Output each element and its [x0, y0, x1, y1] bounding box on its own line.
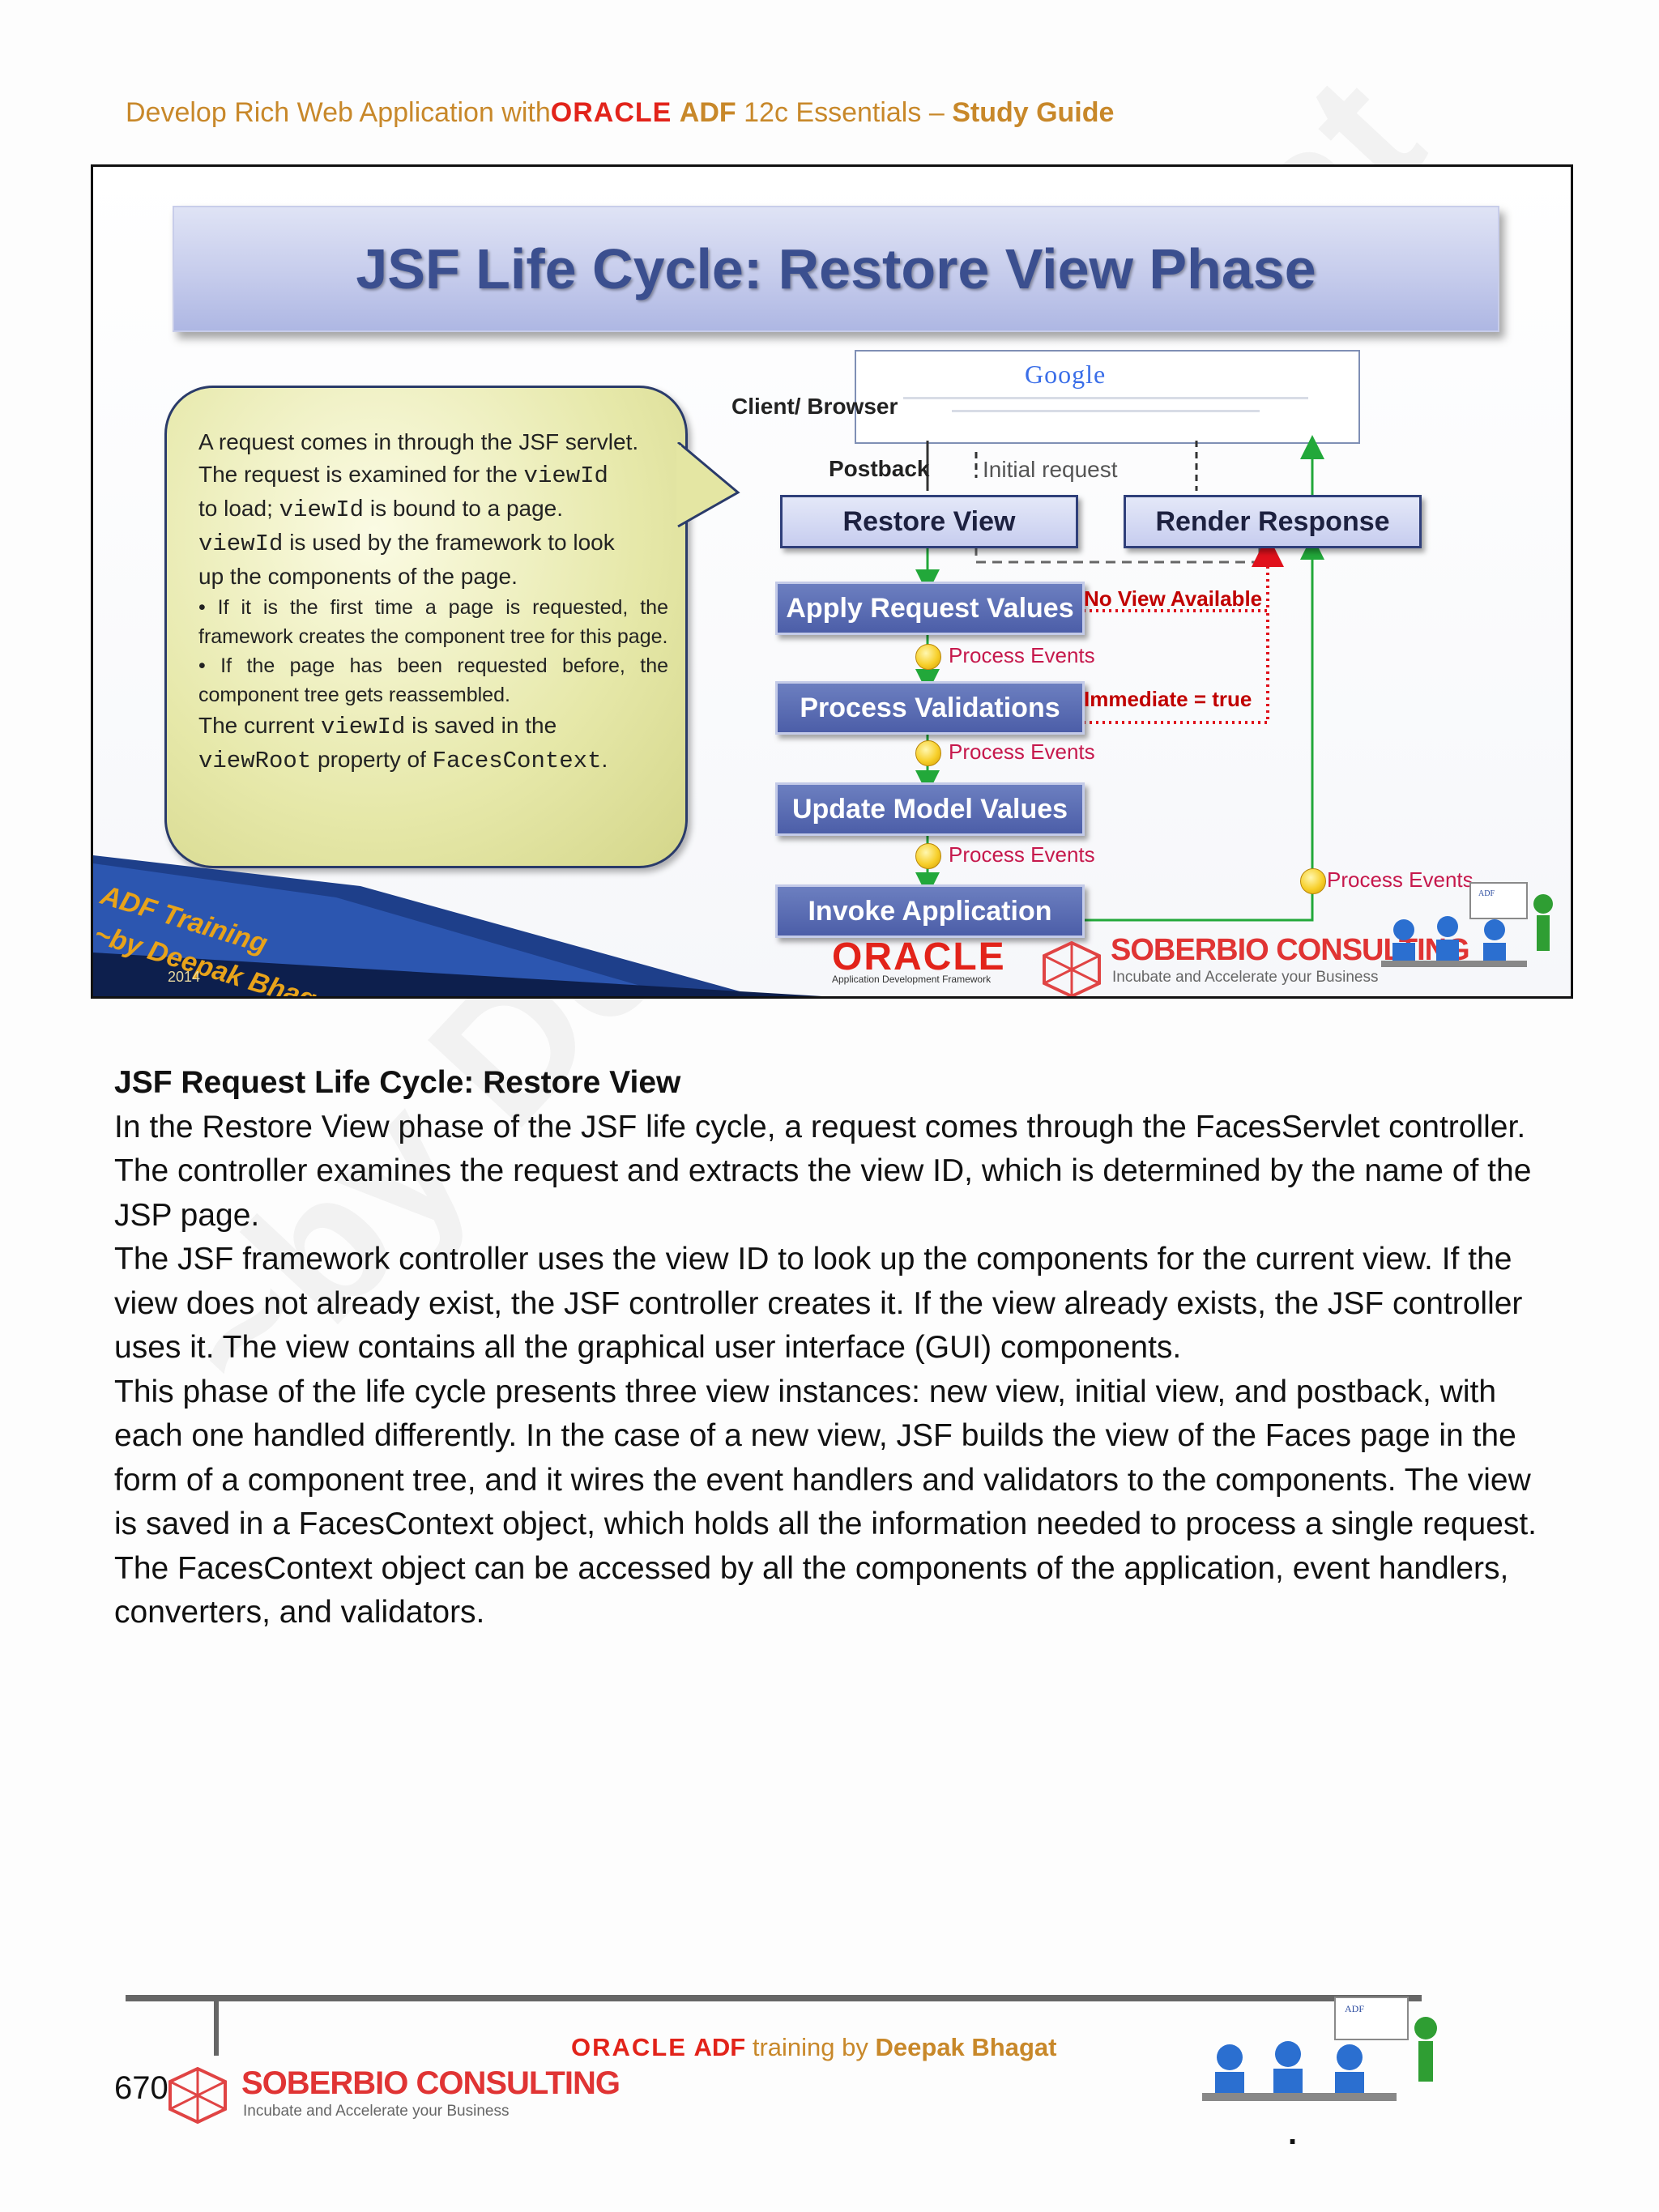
footer-adf: ADF	[694, 2033, 746, 2061]
restore-view-box: Restore View	[780, 495, 1078, 548]
no-view-available-label: No View Available	[1084, 586, 1262, 612]
header-mid: 12c Essentials	[744, 97, 921, 128]
ribbon-year: 2014	[168, 969, 200, 986]
apply-request-values-box: Apply Request Values	[775, 582, 1085, 635]
process-events-label: Process Events	[949, 842, 1095, 867]
slide-image: JSF Life Cycle: Restore View Phase A req…	[91, 164, 1573, 999]
process-events-dot-icon	[915, 740, 941, 766]
render-response-box: Render Response	[1124, 495, 1422, 548]
oracle-subtitle: Application Development Framework	[832, 974, 991, 985]
process-events-label: Process Events	[949, 643, 1095, 668]
process-validations-box: Process Validations	[775, 681, 1085, 735]
paragraph: This phase of the life cycle presents th…	[114, 1370, 1556, 1635]
svg-text:ADF: ADF	[1345, 2003, 1364, 2014]
footer-soberbio-tagline: Incubate and Accelerate your Business	[243, 2103, 509, 2120]
header-study-guide: Study Guide	[952, 97, 1114, 128]
footer-training-figures-icon: ADF	[1197, 1994, 1440, 2116]
initial-request-label: Initial request	[983, 457, 1118, 483]
postback-label: Postback	[829, 456, 930, 482]
paragraph: The JSF framework controller uses the vi…	[114, 1238, 1556, 1370]
process-events-dot-icon	[915, 644, 941, 670]
body-content: JSF Request Life Cycle: Restore View In …	[114, 1061, 1556, 1635]
footer-oracle-logo: ORACLE	[571, 2033, 687, 2061]
process-events-label: Process Events	[949, 739, 1095, 765]
immediate-true-label: Immediate = true	[1084, 687, 1252, 712]
process-events-dot-icon	[915, 843, 941, 869]
header-oracle-logo: ORACLE	[551, 97, 672, 128]
document-header: Develop Rich Web Application withORACLE …	[126, 97, 1114, 129]
section-heading: JSF Request Life Cycle: Restore View	[114, 1061, 1556, 1106]
page-number: 670	[114, 2070, 168, 2107]
footer-soberbio-name: SOBERBIO CONSULTING	[241, 2065, 620, 2102]
footer-training-by: training by	[753, 2033, 868, 2061]
footer-divider-stem	[214, 1995, 219, 2056]
soberbio-tagline: Incubate and Accelerate your Business	[1112, 969, 1378, 987]
header-prefix: Develop Rich Web Application with	[126, 97, 551, 128]
svg-text:ADF: ADF	[1478, 889, 1495, 898]
update-model-values-box: Update Model Values	[775, 782, 1085, 836]
oracle-logo: ORACLE	[832, 935, 1006, 979]
footer-author: Deepak Bhagat	[876, 2033, 1057, 2061]
header-dash: –	[929, 97, 945, 128]
paragraph: In the Restore View phase of the JSF lif…	[114, 1106, 1556, 1238]
process-events-dot-icon	[1300, 868, 1326, 894]
header-adf: ADF	[680, 97, 736, 128]
training-figures-icon: ADF	[1381, 880, 1564, 985]
soberbio-cube-icon	[167, 2067, 228, 2125]
footer-training-credit: ORACLE ADF training by Deepak Bhagat	[571, 2033, 1056, 2062]
soberbio-cube-icon	[1041, 941, 1102, 998]
footer-dot: .	[1288, 2116, 1297, 2152]
